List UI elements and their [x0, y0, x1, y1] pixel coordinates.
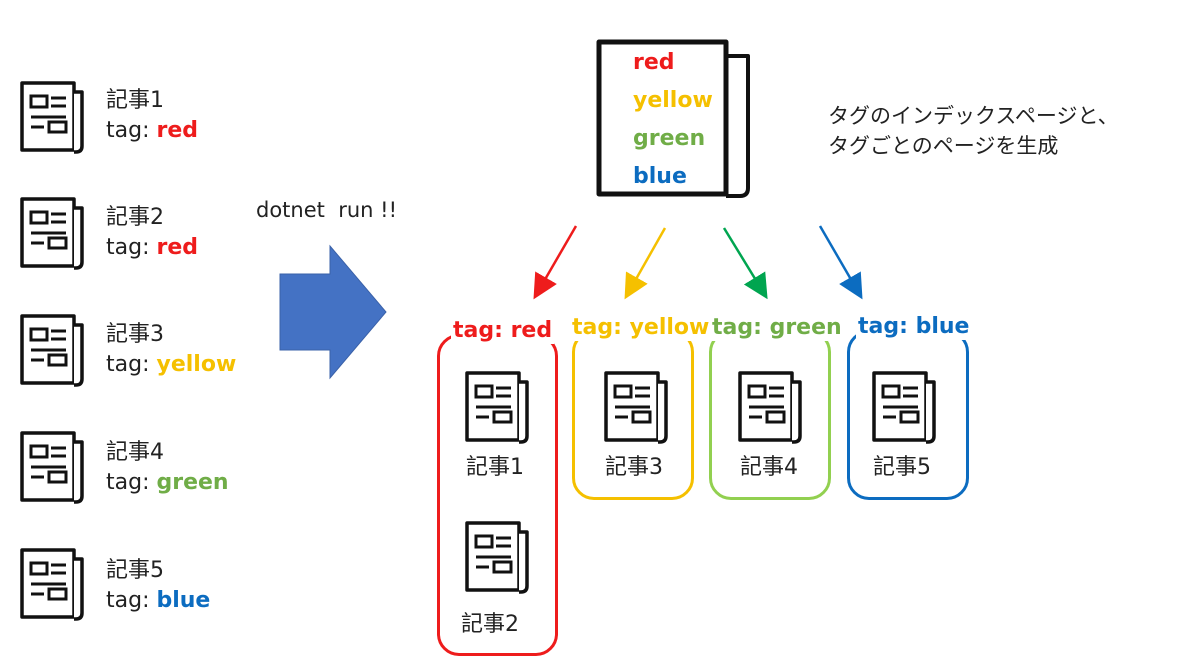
tag-page-title: tag: blue — [856, 314, 972, 340]
article-tag: tag: green — [106, 470, 229, 496]
tag-label: tag: — [106, 470, 157, 495]
tag-page-title: tag: yellow — [570, 315, 712, 341]
article-tag: tag: yellow — [106, 352, 236, 378]
tag-page-title: tag: green — [710, 315, 844, 341]
article-title: 記事4 — [106, 440, 164, 465]
tag-value-red: red — [156, 118, 199, 143]
arrow-blue — [818, 225, 863, 300]
article-title: 記事1 — [106, 88, 164, 113]
newspaper-icon — [465, 521, 529, 594]
tag-page-article: 記事5 — [873, 455, 931, 480]
tag-label: tag: — [106, 235, 157, 260]
description-line: タグごとのページを生成 — [828, 134, 1059, 158]
tag-page-article: 記事3 — [605, 455, 663, 480]
index-tag-red: red — [633, 50, 675, 75]
tag-page-title: tag: red — [451, 318, 555, 344]
article-tag: tag: red — [106, 235, 198, 261]
tag-value-green: green — [156, 470, 229, 495]
article-title: 記事5 — [106, 558, 164, 583]
right-arrow-icon — [279, 244, 387, 380]
newspaper-icon — [465, 371, 529, 444]
arrow-green — [722, 227, 768, 300]
arrow-yellow — [624, 227, 667, 300]
tag-page-article: 記事4 — [740, 455, 798, 480]
article-title: 記事3 — [106, 322, 164, 347]
index-tag-green: green — [633, 126, 706, 151]
article-tag: tag: blue — [106, 588, 210, 614]
tag-label: tag: — [106, 118, 157, 143]
tag-value-blue: blue — [156, 588, 211, 613]
newspaper-icon — [872, 371, 936, 444]
article-title: 記事2 — [106, 205, 164, 230]
description-line: タグのインデックスページと、 — [828, 104, 1119, 128]
tag-value-yellow: yellow — [156, 352, 237, 377]
command-label: dotnet run !! — [256, 198, 397, 222]
tag-label: tag: — [106, 588, 157, 613]
newspaper-icon — [738, 371, 802, 444]
tag-index-page-icon — [596, 39, 750, 198]
tag-label: tag: — [106, 352, 157, 377]
index-tag-yellow: yellow — [633, 88, 713, 113]
article-tag: tag: red — [106, 118, 198, 144]
tag-page-article: 記事2 — [461, 612, 519, 637]
arrow-red — [533, 225, 578, 300]
tag-page-article: 記事1 — [466, 455, 524, 480]
tag-value-red: red — [156, 235, 199, 260]
newspaper-icon — [604, 371, 668, 444]
index-tag-blue: blue — [633, 164, 687, 189]
